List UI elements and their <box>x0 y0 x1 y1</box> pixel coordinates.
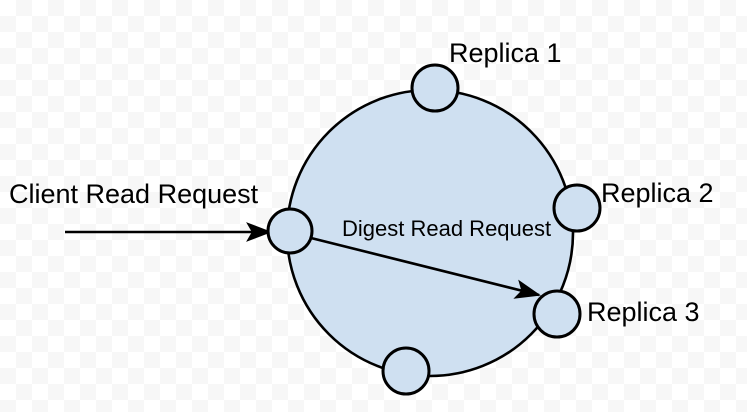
node-replica-1[interactable] <box>410 63 460 113</box>
label-replica-1: Replica 1 <box>449 38 562 68</box>
node-bottom[interactable] <box>381 346 431 396</box>
node-replica-3[interactable] <box>532 289 582 339</box>
digest-read-arrow <box>310 236 542 299</box>
label-digest-read-request: Digest Read Request <box>342 216 552 241</box>
label-replica-2: Replica 2 <box>601 178 714 208</box>
node-replica-2[interactable] <box>552 183 602 233</box>
label-client-read-request: Client Read Request <box>9 179 259 209</box>
node-coordinator[interactable] <box>266 207 314 255</box>
label-replica-3: Replica 3 <box>587 297 700 327</box>
